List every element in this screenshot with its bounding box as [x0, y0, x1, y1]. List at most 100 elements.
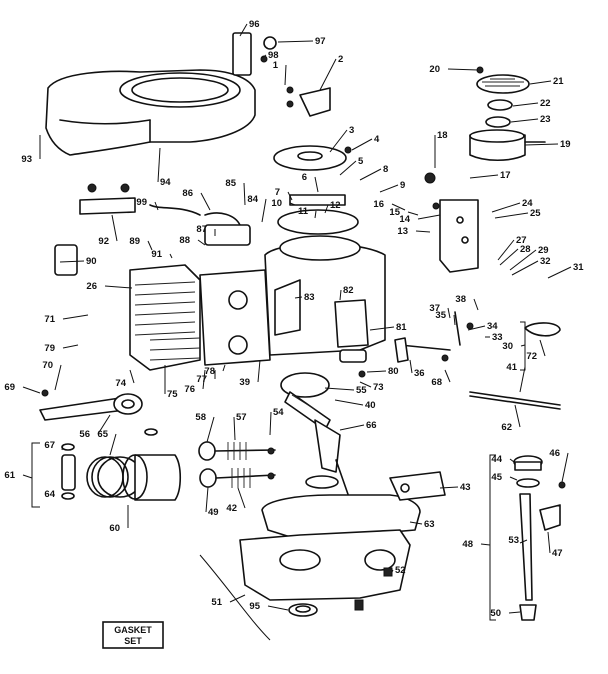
leader-22 — [512, 102, 539, 107]
leader-38 — [473, 298, 479, 311]
leader-72 — [539, 339, 546, 357]
leader-41 — [519, 366, 526, 393]
callout-86: 86 — [182, 188, 193, 199]
leader-69 — [22, 386, 41, 394]
leader-79 — [62, 344, 79, 349]
grouping-brackets — [31, 321, 526, 641]
leader-53 — [519, 539, 528, 544]
callout-34: 34 — [487, 321, 498, 332]
callout-98: 98 — [268, 50, 279, 61]
leader-17 — [469, 174, 499, 179]
callout-78: 78 — [204, 366, 215, 377]
leader-16 — [391, 203, 406, 211]
leader-51 — [229, 594, 246, 603]
gasket-set-box: GASKET SET — [102, 621, 164, 649]
leader-12 — [324, 204, 329, 214]
leader-64 — [61, 493, 64, 498]
callout-28: 28 — [520, 244, 531, 255]
leader-65 — [109, 433, 117, 456]
callout-9: 9 — [400, 180, 405, 191]
callout-72: 72 — [526, 351, 537, 362]
callout-39: 39 — [239, 377, 250, 388]
leader-30 — [520, 344, 526, 347]
callout-16: 16 — [373, 199, 384, 210]
callout-43: 43 — [460, 482, 471, 493]
callout-17: 17 — [500, 170, 511, 181]
leader-98 — [261, 54, 267, 59]
leader-62 — [514, 404, 521, 428]
leader-26 — [104, 285, 133, 289]
leader-43 — [439, 486, 459, 489]
callout-61: 61 — [4, 470, 15, 481]
callout-4: 4 — [374, 134, 380, 145]
callout-74: 74 — [115, 378, 126, 389]
gasket-line2: SET — [124, 636, 142, 646]
callout-84: 84 — [247, 194, 258, 205]
leader-28 — [499, 248, 519, 266]
rewind-starter — [469, 66, 546, 162]
leader-3 — [329, 129, 348, 153]
leader-39 — [257, 359, 261, 383]
leader-45 — [509, 476, 518, 481]
callout-32: 32 — [540, 256, 551, 267]
oil-sump — [239, 494, 421, 617]
leader-56 — [97, 414, 111, 435]
callout-64: 64 — [44, 489, 55, 500]
connecting-rod — [39, 389, 143, 421]
callout-82: 82 — [343, 285, 354, 296]
callout-33: 33 — [492, 332, 503, 343]
callout-2: 2 — [338, 54, 343, 65]
leader-55 — [324, 387, 355, 391]
callout-44: 44 — [491, 454, 502, 465]
leader-81 — [369, 326, 395, 331]
blower-housing — [45, 69, 256, 156]
leader-86 — [200, 192, 211, 211]
callout-37: 37 — [429, 303, 440, 314]
leader-1 — [284, 64, 287, 86]
callout-1: 1 — [273, 60, 279, 71]
callout-80: 80 — [388, 366, 399, 377]
flywheel-parts — [273, 145, 359, 235]
callout-71: 71 — [44, 314, 55, 325]
callout-5: 5 — [358, 156, 364, 167]
callout-88: 88 — [179, 235, 190, 246]
callout-46: 46 — [549, 448, 560, 459]
leader-9 — [379, 184, 399, 193]
leader-66 — [339, 424, 365, 431]
callout-79: 79 — [44, 343, 55, 354]
callout-67: 67 — [44, 440, 55, 451]
callout-58: 58 — [195, 412, 206, 423]
leader-15 — [407, 211, 419, 216]
callout-94: 94 — [160, 177, 171, 188]
callout-30: 30 — [502, 341, 513, 352]
leader-32 — [511, 260, 539, 276]
callout-leaders — [22, 23, 572, 614]
leader-80 — [366, 370, 387, 373]
leader-36 — [409, 359, 413, 374]
leader-68 — [444, 369, 451, 383]
callout-35: 35 — [435, 310, 446, 321]
callout-52: 52 — [395, 565, 406, 576]
leader-49 — [205, 486, 209, 513]
leader-13 — [415, 230, 431, 233]
leader-76 — [202, 369, 206, 390]
governor-gear — [389, 471, 446, 501]
leader-21 — [529, 80, 552, 85]
callout-15: 15 — [389, 207, 400, 218]
callout-18: 18 — [437, 130, 448, 141]
callout-41: 41 — [506, 362, 517, 373]
callout-89: 89 — [129, 236, 140, 247]
leader-61 — [22, 474, 33, 479]
leader-29 — [509, 249, 537, 271]
leader-84 — [261, 198, 267, 223]
callout-97: 97 — [315, 36, 326, 47]
callout-55: 55 — [356, 385, 367, 396]
governor-linkage — [394, 311, 561, 410]
leader-50 — [508, 611, 521, 614]
callout-50: 50 — [490, 608, 501, 619]
callout-69: 69 — [4, 382, 15, 393]
callout-31: 31 — [573, 262, 584, 273]
leader-74 — [129, 369, 135, 384]
callout-63: 63 — [424, 519, 435, 530]
leader-83 — [294, 296, 303, 299]
